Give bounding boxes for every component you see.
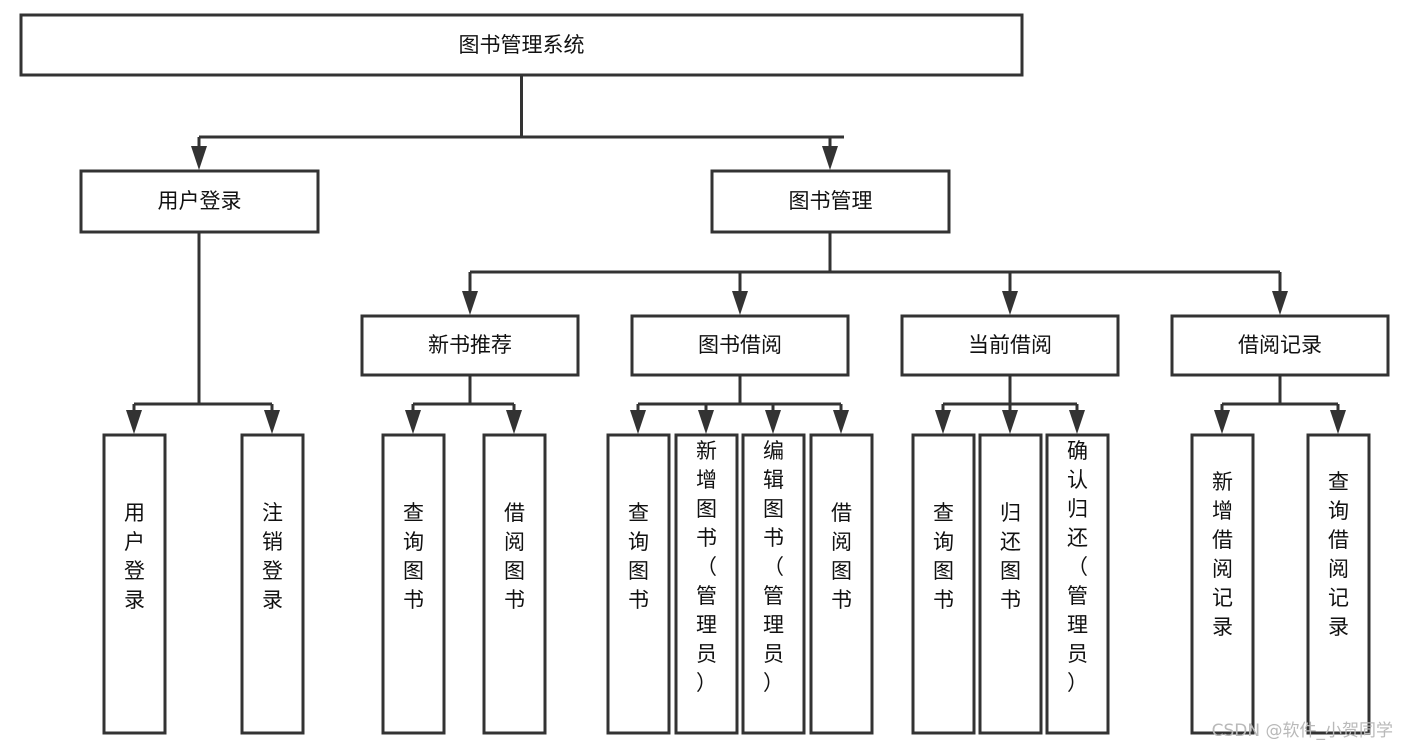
arrow-to-bookmgmt: [822, 146, 838, 170]
node-leaf-11[interactable]: 确认归还（管理员）: [1045, 433, 1110, 735]
node-leaf-9-label: 查询图书: [933, 501, 954, 612]
arrow-to-leaf-10: [1002, 410, 1018, 434]
node-leaf-13-box[interactable]: [1306, 433, 1371, 735]
node-leaf-2-box[interactable]: [240, 433, 305, 735]
node-leaf-1[interactable]: 用户登录: [102, 433, 167, 735]
node-leaf-3[interactable]: 查询图书: [381, 433, 446, 735]
node-current-label: 当前借阅: [968, 333, 1052, 357]
node-records-box[interactable]: [1170, 314, 1390, 377]
node-leaf-3-label: 查询图书: [403, 501, 424, 612]
arrow-to-leaf-8: [833, 410, 849, 434]
node-leaf-2-label: 注销登录: [262, 501, 283, 612]
connector-login-bus: [132, 232, 274, 424]
node-leaf-5-label: 查询图书: [628, 501, 649, 612]
arrow-to-leaf-5: [630, 410, 646, 434]
node-login[interactable]: 用户登录: [79, 169, 320, 234]
node-leaf-9[interactable]: 查询图书: [911, 433, 976, 735]
node-leaf-13-label: 查询借阅记录: [1328, 470, 1349, 639]
node-leaf-2[interactable]: 注销登录: [240, 433, 305, 735]
node-leaf-10-label: 归还图书: [1000, 501, 1021, 612]
node-leaf-12-label: 新增借阅记录: [1212, 470, 1233, 639]
node-leaf-6-box[interactable]: [674, 433, 739, 735]
node-leaf-5-box[interactable]: [606, 433, 671, 735]
node-leaf-4-box[interactable]: [482, 433, 547, 735]
arrow-to-leaf-1: [126, 410, 142, 434]
node-root-label: 图书管理系统: [459, 33, 585, 57]
node-leaf-8-box[interactable]: [809, 433, 874, 735]
node-records[interactable]: 借阅记录: [1170, 314, 1390, 377]
node-bookmgmt-label: 图书管理: [789, 189, 873, 213]
arrow-to-leaf-3: [405, 410, 421, 434]
node-leaf-7[interactable]: 编辑图书（管理员）: [741, 433, 806, 735]
connector-bookmgmt-bus: [468, 232, 1282, 305]
arrow-to-leaf-7: [765, 410, 781, 434]
arrow-to-leaf-9: [935, 410, 951, 434]
node-leaf-8-label: 借阅图书: [831, 501, 852, 612]
node-leaf-10[interactable]: 归还图书: [978, 433, 1043, 735]
arrow-to-leaf-2: [264, 410, 280, 434]
node-leaf-6-label: 新增图书（管理员）: [696, 439, 717, 695]
arrow-to-leaf-13: [1330, 410, 1346, 434]
node-login-label: 用户登录: [158, 189, 242, 213]
connector-borrow-bus: [636, 375, 843, 424]
node-borrow-box[interactable]: [630, 314, 850, 377]
arrow-to-leaf-12: [1214, 410, 1230, 434]
node-leaf-11-box[interactable]: [1045, 433, 1110, 735]
arrow-to-leaf-4: [506, 410, 522, 434]
connector-root-bus: [197, 76, 844, 160]
node-leaf-11-label: 确认归还（管理员）: [1067, 439, 1088, 695]
arrow-to-login: [191, 146, 207, 170]
node-leaf-13[interactable]: 查询借阅记录: [1306, 433, 1371, 735]
node-leaf-6[interactable]: 新增图书（管理员）: [674, 433, 739, 735]
node-root-box[interactable]: [19, 13, 1024, 77]
node-borrow[interactable]: 图书借阅: [630, 314, 850, 377]
arrow-to-leaf-6: [698, 410, 714, 434]
node-leaf-7-box[interactable]: [741, 433, 806, 735]
node-current[interactable]: 当前借阅: [900, 314, 1120, 377]
arrow-to-current: [1002, 291, 1018, 315]
connector-layer: [126, 76, 1346, 434]
arrow-to-records: [1272, 291, 1288, 315]
arrow-to-leaf-11: [1069, 410, 1085, 434]
node-bookmgmt-box[interactable]: [710, 169, 951, 234]
node-records-label: 借阅记录: [1238, 333, 1322, 357]
node-leaf-9-box[interactable]: [911, 433, 976, 735]
connector-newbook-bus: [411, 375, 516, 424]
arrow-to-newbook: [462, 291, 478, 315]
node-leaf-1-box[interactable]: [102, 433, 167, 735]
node-leaf-12[interactable]: 新增借阅记录: [1190, 433, 1255, 735]
node-leaf-1-label: 用户登录: [124, 501, 145, 612]
node-newbook-label: 新书推荐: [428, 333, 512, 357]
node-login-box[interactable]: [79, 169, 320, 234]
node-leaf-10-box[interactable]: [978, 433, 1043, 735]
node-current-box[interactable]: [900, 314, 1120, 377]
node-borrow-label: 图书借阅: [698, 333, 782, 357]
node-leaf-12-box[interactable]: [1190, 433, 1255, 735]
node-bookmgmt[interactable]: 图书管理: [710, 169, 951, 234]
connector-records-bus: [1220, 375, 1340, 424]
node-leaf-3-box[interactable]: [381, 433, 446, 735]
node-root[interactable]: 图书管理系统: [19, 13, 1024, 77]
node-leaf-5[interactable]: 查询图书: [606, 433, 671, 735]
node-leaf-4[interactable]: 借阅图书: [482, 433, 547, 735]
node-leaf-8[interactable]: 借阅图书: [809, 433, 874, 735]
arrow-to-borrow: [732, 291, 748, 315]
node-leaf-4-label: 借阅图书: [504, 501, 525, 612]
node-newbook[interactable]: 新书推荐: [360, 314, 580, 377]
node-leaf-7-label: 编辑图书（管理员）: [763, 439, 784, 695]
node-newbook-box[interactable]: [360, 314, 580, 377]
